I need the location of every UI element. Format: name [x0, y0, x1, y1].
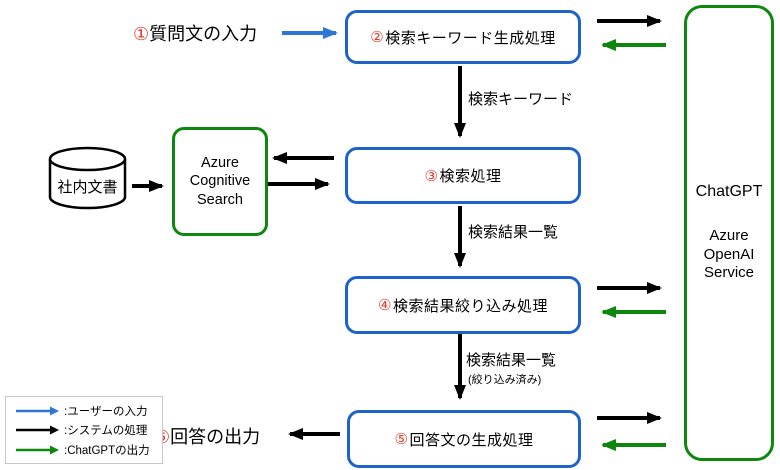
edge-label-search-results: 検索結果一覧 — [468, 224, 559, 241]
database-cylinder — [48, 146, 127, 210]
chatgpt-box-content: ChatGPT Azure OpenAI Service — [696, 183, 763, 283]
step-number: ② — [370, 29, 385, 46]
process-label: 検索キーワード生成処理 — [385, 29, 556, 47]
edge-label-line2: (絞り込み済み) — [468, 374, 542, 386]
process-label: 回答文の生成処理 — [409, 431, 534, 449]
legend-row-system-process: :システムの処理 — [6, 422, 162, 438]
legend-row-user-input: :ユーザーの入力 — [6, 403, 162, 419]
service-box-azure-cognitive-search: Azure Cognitive Search — [172, 127, 268, 236]
step-number: ① — [133, 24, 150, 44]
legend-green-arrow-icon — [16, 445, 59, 454]
service-label: Azure Cognitive Search — [189, 155, 251, 208]
legend-black-arrow-icon — [16, 425, 59, 435]
legend-blue-arrow-icon — [16, 406, 59, 415]
service-box-chatgpt: ChatGPT Azure OpenAI Service — [684, 5, 774, 461]
edge-label-filtered-results: 検索結果一覧 (絞り込み済み) — [466, 349, 556, 387]
label-answer-output: ⑥回答の出力 — [154, 423, 260, 449]
label-text: 回答の出力 — [170, 427, 261, 447]
edge-label-line1: 検索結果一覧 — [466, 352, 557, 369]
legend-label: :システムの処理 — [64, 425, 148, 437]
legend-row-chatgpt-output: :ChatGPTの出力 — [6, 442, 162, 458]
chatgpt-title: ChatGPT — [695, 182, 763, 200]
label-user-input: ①質問文の入力 — [133, 20, 257, 46]
legend-label: :ユーザーの入力 — [64, 405, 148, 418]
edge-label-search-keywords: 検索キーワード — [468, 91, 574, 108]
legend-box: :ユーザーの入力 :システムの処理 :ChatGPTの出力 — [5, 396, 163, 464]
database-label: 社内文書 — [57, 179, 118, 196]
legend-label: :ChatGPTの出力 — [64, 444, 150, 457]
step-number: ④ — [378, 297, 392, 314]
process-label: 検索結果絞り込み処理 — [392, 297, 548, 315]
label-text: 質問文の入力 — [149, 24, 258, 44]
step-number: ③ — [424, 167, 439, 185]
process-label: 検索処理 — [439, 168, 502, 185]
chatgpt-subtitle: Azure OpenAI Service — [703, 226, 755, 282]
step-number: ⑤ — [394, 431, 409, 448]
